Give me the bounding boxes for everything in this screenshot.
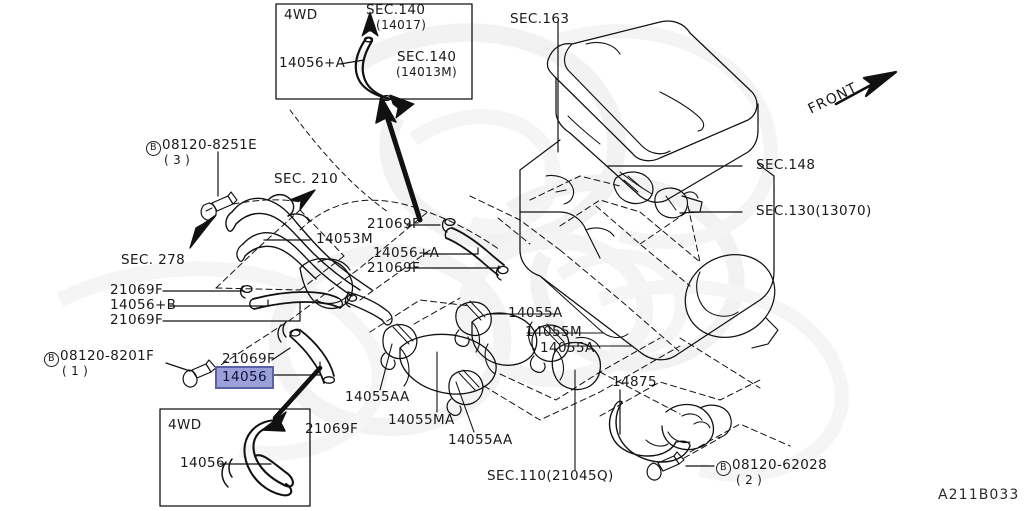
label-part-14056a: 14056+A (373, 245, 440, 261)
inset-top-sec-upper-sub: (14017) (376, 18, 427, 32)
inset-top-part-14056a: 14056+A (279, 55, 346, 71)
label-part-21069f-d: 21069F (110, 312, 164, 328)
label-part-21069f-b: 21069F (367, 260, 421, 276)
b-mark-icon-2: B (44, 352, 59, 367)
b-mark-icon: B (146, 141, 161, 156)
label-sec-278: SEC. 278 (121, 252, 186, 268)
bolt-8201f-number: 08120-8201F (60, 348, 155, 364)
label-sec-148: SEC.148 (756, 157, 816, 173)
inset-bottom-title: 4WD (168, 417, 202, 433)
b-mark-icon-3: B (716, 461, 731, 476)
label-part-21069f-a: 21069F (367, 216, 421, 232)
bolt-62028-qty: ( 2 ) (736, 473, 763, 487)
inset-top-sec-lower: SEC.140 (397, 49, 457, 65)
label-sec-110: SEC.110(21045Q) (487, 468, 614, 484)
inset-top-sec-lower-sub: (14013M) (396, 65, 458, 79)
label-part-14875: 14875 (612, 374, 657, 390)
label-part-14053m: 14053M (316, 231, 373, 247)
label-sec-163: SEC.163 (510, 11, 570, 27)
highlighted-part-14056[interactable]: 14056 (215, 366, 274, 389)
label-part-14055m: 14055M (525, 324, 582, 340)
label-part-14055a-2: 14055A (540, 340, 595, 356)
label-part-21069f-c: 21069F (110, 282, 164, 298)
label-part-14056b: 14056+B (110, 297, 177, 313)
inset-top-title: 4WD (284, 7, 318, 23)
bolt-8251e-qty: ( 3 ) (164, 153, 191, 167)
inset-bottom-part-14056: 14056 (180, 455, 225, 471)
label-sec-210: SEC. 210 (274, 171, 339, 187)
label-part-14055aa-1: 14055AA (345, 389, 410, 405)
label-part-14055aa-2: 14055AA (448, 432, 513, 448)
label-part-21069f-f: 21069F (305, 421, 359, 437)
bolt-62028-number: 08120-62028 (732, 457, 828, 473)
background-watermark (56, 31, 849, 482)
label-sec-130: SEC.130(13070) (756, 203, 872, 219)
drawing-number: A211B033 (938, 487, 1020, 503)
inset-top-sec-upper: SEC.140 (366, 2, 426, 18)
label-part-14055ma: 14055MA (388, 412, 455, 428)
label-part-14055a-1: 14055A (508, 305, 563, 321)
label-part-21069f-e: 21069F (222, 351, 276, 367)
bolt-8251e-number: 08120-8251E (162, 137, 258, 153)
bolt-8201f-qty: ( 1 ) (62, 364, 89, 378)
